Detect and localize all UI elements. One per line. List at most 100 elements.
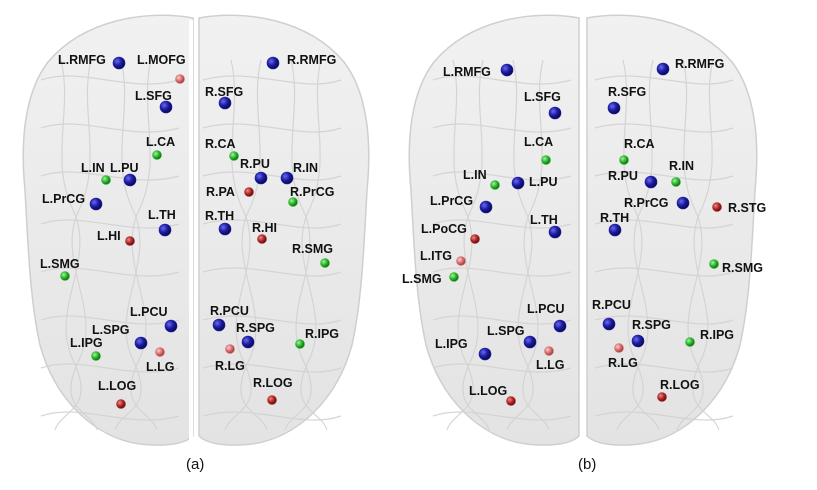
region-node: R.HI — [252, 221, 277, 244]
region-label: L.PU — [110, 161, 138, 175]
left-hemisphere — [408, 14, 580, 446]
region-label: L.PrCG — [42, 192, 85, 206]
region-node-marker — [175, 74, 185, 84]
region-label: L.SMG — [40, 257, 80, 271]
region-label: R.PrCG — [624, 196, 668, 210]
region-label: L.RMFG — [443, 65, 491, 79]
region-node-marker — [101, 175, 111, 185]
region-node-marker — [685, 337, 695, 347]
region-node: R.CA — [205, 137, 239, 161]
right-hemisphere — [586, 14, 758, 446]
region-label: L.CA — [146, 135, 175, 149]
region-label: R.SPG — [236, 321, 275, 335]
region-node-marker — [631, 334, 645, 348]
region-node: L.CA — [146, 135, 175, 160]
region-node: L.TH — [148, 208, 176, 237]
region-label: R.PrCG — [290, 185, 334, 199]
region-node-marker — [478, 347, 492, 361]
region-label: L.SFG — [135, 89, 172, 103]
region-node: L.PU — [511, 175, 557, 190]
region-node: R.SFG — [205, 85, 243, 110]
region-node-marker — [614, 343, 624, 353]
region-label: R.IPG — [305, 327, 339, 341]
region-node-marker — [709, 259, 719, 269]
region-node-marker — [155, 347, 165, 357]
region-node: L.SMG — [40, 257, 80, 281]
region-label: L.RMFG — [58, 53, 106, 67]
region-node: R.PCU — [592, 298, 631, 331]
region-label: R.SFG — [205, 85, 243, 99]
region-node: L.RMFG — [443, 63, 514, 79]
region-label: L.SFG — [524, 90, 561, 104]
region-node: L.RMFG — [58, 53, 126, 70]
region-node-marker — [511, 176, 525, 190]
region-node-marker — [257, 234, 267, 244]
region-node: L.IN — [81, 161, 111, 185]
region-node: L.MOFG — [137, 53, 186, 84]
region-label: L.TH — [530, 213, 558, 227]
region-node-marker — [602, 317, 616, 331]
region-label: L.IN — [463, 168, 487, 182]
region-node: R.CA — [619, 137, 655, 165]
region-node-marker — [112, 56, 126, 70]
region-node: R.RMFG — [266, 53, 336, 70]
region-label: L.LG — [536, 358, 564, 372]
region-node: L.PrCG — [430, 194, 493, 214]
region-node-marker — [479, 200, 493, 214]
region-label: R.SMG — [292, 242, 333, 256]
region-node-marker — [523, 335, 537, 349]
region-label: R.SMG — [722, 261, 763, 275]
region-node-marker — [608, 223, 622, 237]
region-label: L.CA — [524, 135, 553, 149]
region-node-marker — [125, 236, 135, 246]
region-node-marker — [295, 339, 305, 349]
region-node: L.ITG — [420, 249, 466, 266]
region-node: R.LOG — [253, 376, 293, 405]
region-label: L.SPG — [92, 323, 130, 337]
region-node: R.PU — [240, 157, 270, 185]
region-node-marker — [619, 155, 629, 165]
region-node-marker — [116, 399, 126, 409]
region-label: L.TH — [148, 208, 176, 222]
region-node-marker — [164, 319, 178, 333]
region-node-marker — [490, 180, 500, 190]
region-node-marker — [506, 396, 516, 406]
region-node-marker — [541, 155, 551, 165]
region-node-marker — [548, 106, 562, 120]
region-node: R.PA — [206, 185, 254, 199]
region-node: L.SPG — [92, 323, 148, 350]
region-label: R.IN — [669, 159, 694, 173]
region-node-marker — [607, 101, 621, 115]
region-node: R.SFG — [607, 85, 646, 115]
region-node: L.TH — [530, 213, 562, 239]
region-label: R.SPG — [632, 318, 671, 332]
region-label: L.SMG — [402, 272, 442, 286]
panel-caption: (b) — [578, 456, 596, 473]
region-node: L.SPG — [487, 324, 537, 349]
region-label: L.MOFG — [137, 53, 186, 67]
region-label: R.RMFG — [287, 53, 336, 67]
region-node: R.LG — [215, 344, 245, 373]
region-node-marker — [60, 271, 70, 281]
region-node-marker — [89, 197, 103, 211]
region-node: L.LOG — [98, 379, 136, 409]
region-node: R.LG — [608, 343, 638, 370]
region-label: L.PU — [529, 175, 557, 189]
region-node: L.PCU — [527, 302, 567, 333]
region-node-marker — [229, 151, 239, 161]
region-label: R.LG — [215, 359, 245, 373]
region-node-marker — [241, 335, 255, 349]
region-label: R.SFG — [608, 85, 646, 99]
region-node: R.STG — [712, 201, 766, 215]
region-label: R.PA — [206, 185, 235, 199]
region-label: L.LG — [146, 360, 174, 374]
region-label: L.LOG — [98, 379, 136, 393]
gyri-pattern — [40, 59, 342, 431]
region-node-marker — [544, 346, 554, 356]
region-label: L.IN — [81, 161, 105, 175]
region-label: R.PU — [240, 157, 270, 171]
region-node: L.HI — [97, 229, 135, 246]
region-node: R.PrCG — [624, 196, 690, 210]
region-node-marker — [553, 319, 567, 333]
